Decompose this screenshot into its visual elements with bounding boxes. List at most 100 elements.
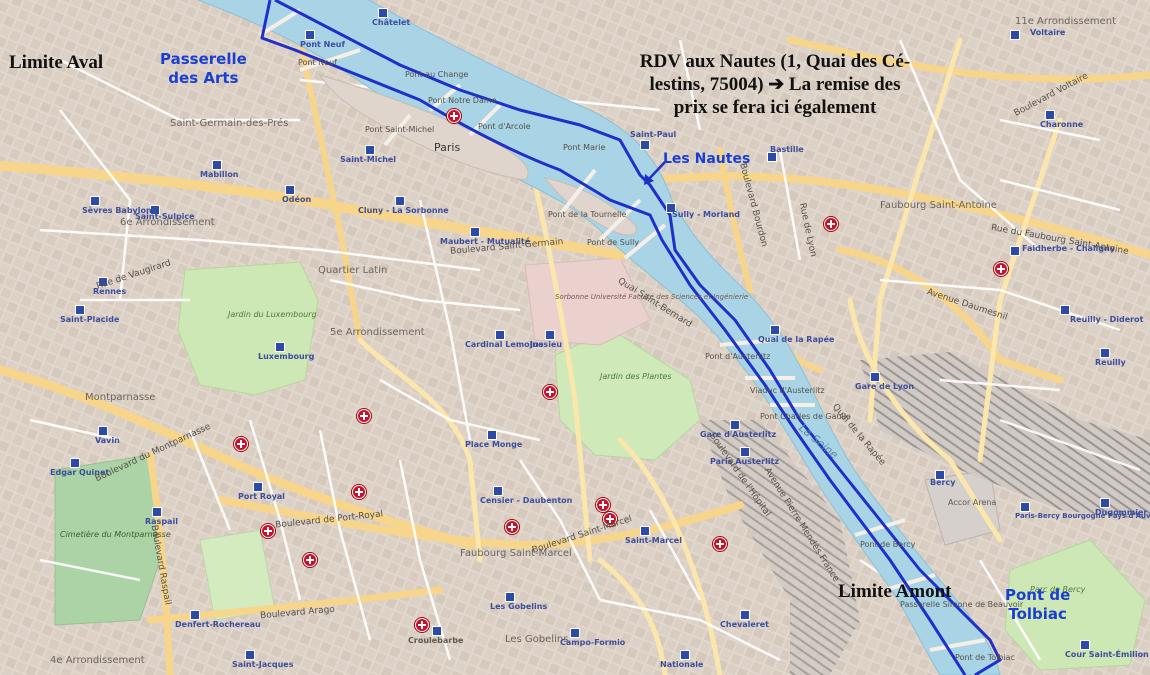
metro-station-icon xyxy=(740,447,750,457)
les-nautes-arrow xyxy=(644,161,666,185)
place-label: Sorbonne Université Faculté des Sciences… xyxy=(555,293,749,301)
hospital-icon xyxy=(824,217,838,231)
station-label: Campo-Formio xyxy=(560,638,626,647)
metro-station-icon xyxy=(1080,640,1090,650)
metro-station-icon xyxy=(365,145,375,155)
station-label: Chevaleret xyxy=(720,620,769,629)
station-label: Saint-Michel xyxy=(340,155,397,164)
bridge-label: Pont Charles de Gaulle xyxy=(760,412,851,421)
jardin-du-luxembourg-area xyxy=(177,261,319,396)
bridge-label: Pont Notre Dame xyxy=(428,96,497,105)
metro-station-icon xyxy=(740,610,750,620)
limite-aval-label: Limite Aval xyxy=(9,52,104,73)
metro-station-icon xyxy=(487,430,497,440)
rdv-line-1: RDV aux Nautes (1, Quai des Cé- xyxy=(639,51,911,72)
hospital-icon xyxy=(713,537,727,551)
district-label: Quartier Latin xyxy=(318,265,388,276)
station-label: Cluny - La Sorbonne xyxy=(358,206,449,215)
station-label: Dugommier xyxy=(1095,508,1148,517)
hospital-icon xyxy=(415,618,429,632)
station-label: Odéon xyxy=(282,195,312,204)
place-label: Accor Arena xyxy=(948,498,997,507)
bridge-label: Pont Saint-Michel xyxy=(365,125,435,134)
station-label: Châtelet xyxy=(372,18,411,27)
metro-station-icon xyxy=(730,420,740,430)
station-label: Port Royal xyxy=(238,492,285,501)
district-label: 5e Arrondissement xyxy=(330,327,425,338)
seine-river xyxy=(196,0,1001,675)
station-label: Mabillon xyxy=(200,170,239,179)
station-label: Charonne xyxy=(1040,120,1084,129)
metro-station-icon xyxy=(1060,305,1070,315)
metro-station-icon xyxy=(212,160,222,170)
place-label: Jardin du Luxembourg xyxy=(228,310,317,319)
station-label: Saint-Paul xyxy=(630,130,677,139)
station-label: Reuilly xyxy=(1095,358,1126,367)
station-label: Luxembourg xyxy=(258,352,315,361)
major-roads xyxy=(0,36,1150,675)
metro-station-icon xyxy=(493,486,503,496)
cimetiere-montparnasse-area xyxy=(54,454,161,626)
gare-de-lyon-tracks xyxy=(860,352,1150,520)
station-label: Jussieu xyxy=(530,340,563,349)
station-label: Edgar Quinet xyxy=(50,468,110,477)
metro-station-icon xyxy=(98,426,108,436)
metro-station-icon xyxy=(767,152,777,162)
bridge-label: Pont au Change xyxy=(405,70,469,79)
bridge-label: Pont d'Arcole xyxy=(478,122,531,131)
bridge-label: Pont de la Tournelle xyxy=(548,210,627,219)
station-label: Censier - Daubenton xyxy=(480,496,573,505)
station-label: Cour Saint-Émilion xyxy=(1065,650,1149,659)
les-nautes-label: Les Nautes xyxy=(663,151,751,167)
ile-de-la-cite xyxy=(318,74,529,181)
station-label: Les Gobelins xyxy=(490,602,548,611)
hospital-icon xyxy=(234,437,248,451)
station-label: Sèvres Babylone xyxy=(82,206,158,215)
metro-station-icon xyxy=(152,507,162,517)
metro-station-icon xyxy=(285,185,295,195)
district-label: Saint-Germain-des-Prés xyxy=(170,118,289,129)
hospital-icon xyxy=(357,409,371,423)
district-label: Paris xyxy=(434,141,461,154)
metro-station-icon xyxy=(98,277,108,287)
accor-arena-area xyxy=(924,469,1001,546)
metro-station-icon xyxy=(432,626,442,636)
passerelle-line-2: des Arts xyxy=(168,69,239,87)
hospital-icon xyxy=(303,553,317,567)
rdv-line-3: prix se fera ici également xyxy=(673,97,877,118)
hospital-icon xyxy=(603,512,617,526)
hospital-icon xyxy=(994,262,1008,276)
ile-saint-louis xyxy=(543,177,637,236)
station-label: Gare d'Austerlitz xyxy=(700,430,777,439)
metro-station-icon xyxy=(378,8,388,18)
metro-station-icon xyxy=(70,458,80,468)
pont-tolbiac-line-2: Tolbiac xyxy=(1008,605,1067,623)
station-label: Sully - Morland xyxy=(672,210,741,219)
hospital-icon xyxy=(596,498,610,512)
metro-station-icon xyxy=(770,325,780,335)
place-label: Cimetière du Montparnasse xyxy=(60,530,171,539)
metro-station-icon xyxy=(1010,30,1020,40)
bridge-label: Pont de Bercy xyxy=(860,540,916,549)
metro-station-icon xyxy=(495,330,505,340)
race-course-boundary-east xyxy=(274,0,1002,675)
district-label: 11e Arrondissement xyxy=(1015,16,1117,27)
rdv-annotation: RDV aux Nautes (1, Quai des Cé- lestins,… xyxy=(575,50,975,119)
station-label: Maubert - Mutualité xyxy=(440,237,531,246)
district-label: Montparnasse xyxy=(85,392,156,403)
district-label: 4e Arrondissement xyxy=(50,655,145,666)
metro-station-icon xyxy=(245,650,255,660)
hospital-icon xyxy=(505,520,519,534)
rdv-line-2: lestins, 75004) ➔ La remise des xyxy=(649,74,901,95)
station-label: Saint-Placide xyxy=(60,315,120,324)
metro-station-icon xyxy=(75,305,85,315)
station-label: Saint-Marcel xyxy=(625,536,682,545)
metro-station-icon xyxy=(1100,348,1110,358)
station-label: Croulebarbe xyxy=(408,636,464,645)
metro-station-icon xyxy=(570,628,580,638)
station-label: Vavin xyxy=(95,436,120,445)
metro-station-icon xyxy=(305,30,315,40)
district-label: Les Gobelins xyxy=(505,634,569,645)
metro-station-icon xyxy=(666,203,676,213)
